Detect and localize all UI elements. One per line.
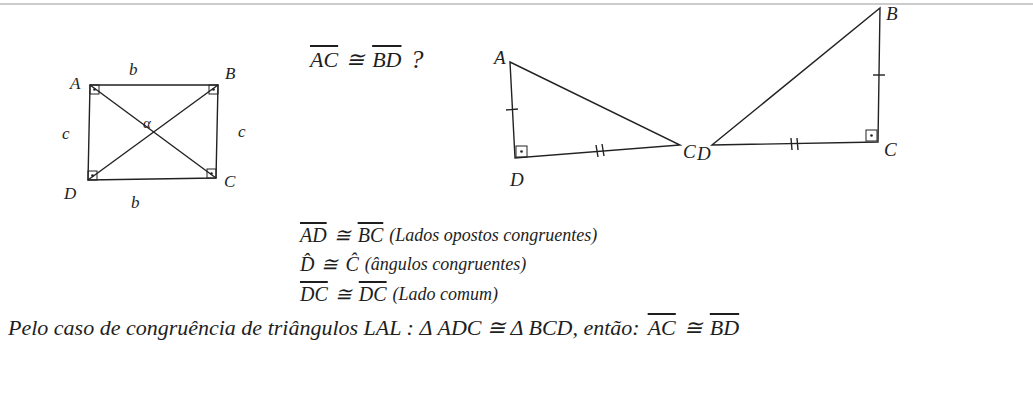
vertex-label: A bbox=[70, 74, 80, 94]
justification: (ângulos congruentes) bbox=[365, 254, 526, 275]
side-label: c bbox=[238, 122, 246, 142]
vertex-label: D bbox=[697, 143, 711, 165]
justification: (Lado comum) bbox=[393, 284, 499, 305]
rectangle bbox=[88, 85, 218, 180]
vertex-label: C bbox=[884, 139, 897, 161]
right-angle-dots bbox=[91, 88, 873, 177]
tick-mark bbox=[602, 144, 604, 156]
vertex-label: D bbox=[510, 169, 524, 191]
diagonal-bd bbox=[88, 85, 218, 180]
angle-name: Ĉ bbox=[345, 253, 358, 276]
side-label: b bbox=[129, 60, 138, 80]
congruence-symbol: ≅ bbox=[346, 47, 364, 72]
segment-name: BD bbox=[372, 47, 401, 72]
angle-label: α bbox=[143, 115, 151, 132]
segment-name: DC bbox=[300, 283, 328, 306]
congruence-symbol: ≅ bbox=[684, 315, 702, 340]
tick-mark bbox=[797, 138, 798, 150]
top-rule bbox=[0, 4, 1033, 5]
tick-mark bbox=[596, 145, 598, 157]
angle-name: D̂ bbox=[300, 253, 314, 276]
side-label: b bbox=[131, 193, 140, 213]
triangle-dcb bbox=[712, 8, 880, 145]
vertex-label: B bbox=[225, 64, 235, 84]
right-angle-mark bbox=[866, 130, 877, 141]
triangle-adc bbox=[510, 62, 680, 158]
segment-name: BD bbox=[710, 315, 739, 340]
question-mark: ? bbox=[410, 45, 423, 75]
vertex-label: C bbox=[224, 172, 235, 192]
congruence-symbol: ≅ bbox=[334, 224, 351, 247]
conclusion: Pelo caso de congruência de triângulos L… bbox=[8, 315, 640, 340]
segment-name: AC bbox=[648, 315, 676, 340]
segment-name: AC bbox=[310, 47, 338, 72]
tick-mark bbox=[506, 109, 518, 110]
right-angle-marks bbox=[88, 85, 218, 180]
segment-name: BC bbox=[358, 224, 384, 247]
tick-mark bbox=[791, 138, 792, 150]
congruence-symbol: ≅ bbox=[321, 253, 338, 276]
right-angle-mark bbox=[516, 146, 527, 157]
segment-name: DC bbox=[359, 283, 387, 306]
side-label: c bbox=[62, 124, 70, 144]
vertex-label: D bbox=[64, 184, 76, 204]
vertex-label: C bbox=[683, 141, 696, 163]
tick-mark bbox=[873, 74, 885, 75]
justification: (Lados opostos congruentes) bbox=[389, 225, 597, 246]
vertex-label: A bbox=[494, 47, 506, 69]
vertex-label: B bbox=[886, 3, 898, 25]
congruence-symbol: ≅ bbox=[335, 283, 352, 306]
segment-name: AD bbox=[300, 224, 327, 247]
